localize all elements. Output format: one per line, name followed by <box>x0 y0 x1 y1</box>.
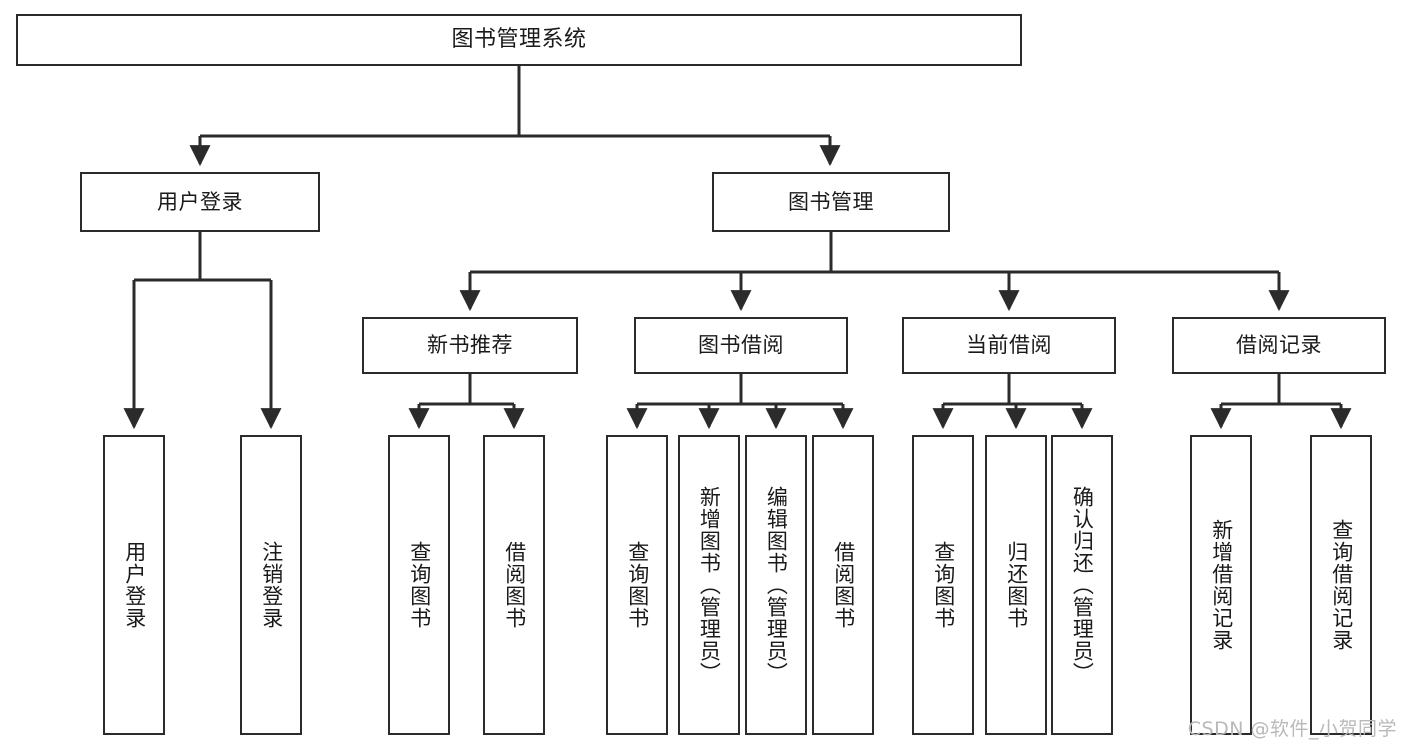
node-label: 注销登录 <box>259 541 284 629</box>
node-user-login[interactable]: 用户登录 <box>80 172 320 232</box>
node-label: 新增借阅记录 <box>1209 519 1234 651</box>
node-leaf-add-book-admin[interactable]: 新增图书（管理员） <box>678 435 740 735</box>
node-label: 编辑图书（管理员） <box>764 486 789 684</box>
node-leaf-borrow-book-borrow[interactable]: 借阅图书 <box>812 435 874 735</box>
node-leaf-confirm-return-admin[interactable]: 确认归还（管理员） <box>1051 435 1113 735</box>
node-leaf-query-borrow-record[interactable]: 查询借阅记录 <box>1310 435 1372 735</box>
node-leaf-query-book-newrec[interactable]: 查询图书 <box>388 435 450 735</box>
node-leaf-query-book-borrow[interactable]: 查询图书 <box>606 435 668 735</box>
node-leaf-logout[interactable]: 注销登录 <box>240 435 302 735</box>
node-leaf-user-login[interactable]: 用户登录 <box>103 435 165 735</box>
node-label: 图书借阅 <box>698 333 784 357</box>
node-current-borrow[interactable]: 当前借阅 <box>902 317 1116 374</box>
watermark-text: CSDN @软件_小贺同学 <box>1187 718 1397 740</box>
node-book-manage[interactable]: 图书管理 <box>712 172 950 232</box>
node-label: 当前借阅 <box>966 333 1052 357</box>
node-leaf-add-borrow-record[interactable]: 新增借阅记录 <box>1190 435 1252 735</box>
node-book-borrow[interactable]: 图书借阅 <box>634 317 848 374</box>
node-label: 图书管理系统 <box>451 27 587 52</box>
node-label: 借阅图书 <box>502 541 527 629</box>
node-label: 用户登录 <box>122 541 147 629</box>
node-label: 借阅记录 <box>1236 333 1322 357</box>
node-label: 查询图书 <box>625 541 650 629</box>
node-borrow-record[interactable]: 借阅记录 <box>1172 317 1386 374</box>
node-label: 归还图书 <box>1004 541 1029 629</box>
node-label: 新增图书（管理员） <box>697 486 722 684</box>
node-label: 查询图书 <box>931 541 956 629</box>
node-leaf-edit-book-admin[interactable]: 编辑图书（管理员） <box>745 435 807 735</box>
node-new-book-recommend[interactable]: 新书推荐 <box>362 317 578 374</box>
node-label: 图书管理 <box>788 189 874 214</box>
node-label: 用户登录 <box>157 189 243 214</box>
node-leaf-borrow-book-newrec[interactable]: 借阅图书 <box>483 435 545 735</box>
node-label: 借阅图书 <box>831 541 856 629</box>
node-leaf-query-book-current[interactable]: 查询图书 <box>912 435 974 735</box>
node-label: 查询借阅记录 <box>1329 519 1354 651</box>
node-leaf-return-book[interactable]: 归还图书 <box>985 435 1047 735</box>
node-label: 新书推荐 <box>427 333 513 357</box>
node-root-system[interactable]: 图书管理系统 <box>16 14 1022 66</box>
node-label: 查询图书 <box>407 541 432 629</box>
node-label: 确认归还（管理员） <box>1070 486 1095 684</box>
